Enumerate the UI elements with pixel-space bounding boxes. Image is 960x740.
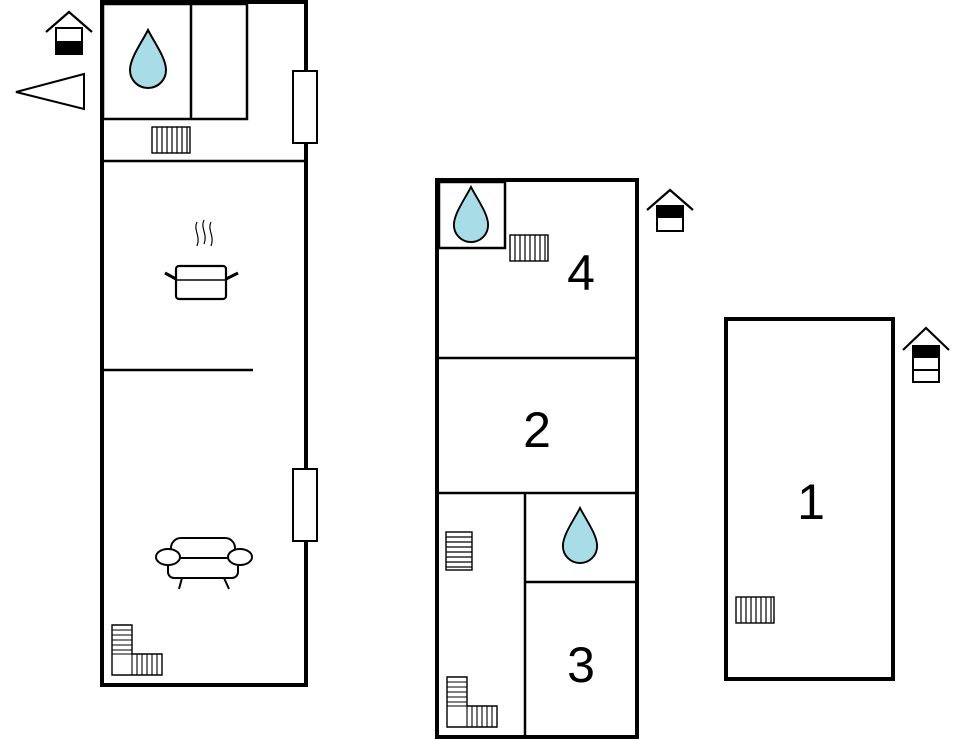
window-icon bbox=[292, 70, 318, 144]
first-floor-plan: 4 2 3 bbox=[435, 178, 639, 739]
bathroom-icon bbox=[452, 185, 490, 244]
north-arrow-icon bbox=[15, 72, 85, 111]
room-4-label: 4 bbox=[567, 245, 595, 301]
kitchen-icon bbox=[164, 219, 239, 301]
bathroom-icon bbox=[129, 29, 167, 89]
window-icon bbox=[292, 468, 318, 542]
floor-level-icon bbox=[902, 326, 950, 383]
bathroom-icon bbox=[561, 506, 599, 565]
stairs-icon bbox=[111, 624, 163, 676]
room-2-label: 2 bbox=[523, 402, 551, 458]
second-floor-plan: 1 bbox=[724, 317, 895, 681]
radiator-icon bbox=[735, 596, 775, 624]
room-1-label: 1 bbox=[797, 474, 825, 530]
floor-level-icon bbox=[45, 10, 93, 55]
stairs-icon bbox=[446, 676, 498, 728]
radiator-icon bbox=[509, 234, 549, 262]
ground-floor-plan bbox=[100, 0, 318, 687]
living-room-icon bbox=[155, 537, 253, 590]
room-3-label: 3 bbox=[567, 637, 595, 693]
floor-level-icon bbox=[646, 188, 694, 232]
radiator-icon bbox=[151, 126, 191, 154]
radiator-icon bbox=[445, 531, 473, 571]
